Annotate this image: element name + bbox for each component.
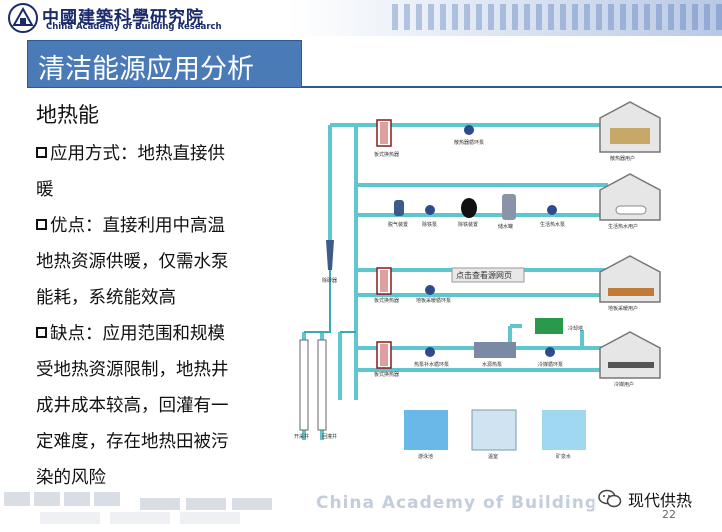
wechat-account-name: 现代供热	[628, 491, 693, 510]
diagram-label: 回灌井	[322, 433, 337, 440]
diagram-label: 脱气装置	[388, 221, 408, 228]
text-line: 地热资源供暖，仅需水泵	[36, 252, 229, 272]
pipe-network-thin	[304, 250, 356, 333]
slide-title-bar: 清洁能源应用分析	[27, 40, 302, 88]
equipment	[394, 194, 563, 358]
diagram-label: 板式换热器	[374, 151, 399, 158]
house-contents	[608, 128, 654, 368]
geothermal-system-diagram: 点击查看源网页 板式换热器 散热器循环泵 散热器用户 除砂器 脱气装置 除铁泵 …	[294, 101, 661, 460]
header-bar: 中國建築科學研究院 China Academy of Building Rese…	[0, 0, 722, 36]
diagram-label: 生活热水用户	[608, 223, 638, 230]
photos	[404, 409, 586, 451]
diagram-label: 板式换热器	[374, 297, 399, 304]
diagram-label: 矿泉水	[556, 453, 571, 460]
diagram-label: 除铁装置	[458, 221, 478, 228]
text-line: 受地热资源限制，地热井	[36, 360, 229, 380]
heat-exchangers	[376, 119, 392, 369]
diagram-label: 水源热泵	[482, 361, 502, 368]
footer-watermark: China Academy of Building	[316, 493, 598, 513]
diagram-label: 温室	[488, 453, 498, 460]
checkbox-bullet-icon	[36, 219, 47, 230]
text-line: 暖	[36, 180, 54, 200]
org-name-cn: 中國建築科學研究院	[42, 8, 204, 28]
text-line: 定难度，存在地热田被污	[36, 432, 229, 452]
diagram-label: 散热器循环泵	[454, 139, 484, 146]
view-source-bubble-text: 点击查看源网页	[456, 270, 512, 280]
academy-logo-icon	[8, 3, 38, 33]
page-number: 22	[662, 508, 676, 521]
text-line: 染的风险	[36, 468, 106, 488]
org-name-en: China Academy of Building Research	[46, 22, 222, 32]
diagram-label: 开采井	[294, 433, 309, 440]
diagram-label: 除铁泵	[422, 221, 437, 228]
text-line: 能耗，系统能效高	[36, 288, 176, 308]
footer-decoration	[4, 492, 272, 524]
slide-title: 清洁能源应用分析	[38, 54, 254, 85]
diagram-label: 冷媒用户	[614, 381, 634, 388]
diagram-label: 生活热水泵	[540, 221, 565, 228]
diagram-label: 地板采暖用户	[608, 305, 638, 312]
diagram-label: 散热器用户	[610, 155, 635, 162]
diagram-label: 板式换热器	[374, 371, 399, 378]
checkbox-bullet-icon	[36, 147, 47, 158]
wells	[299, 339, 327, 431]
title-underline	[302, 86, 722, 88]
wechat-badge: 现代供热	[594, 486, 697, 512]
diagram-label: 除砂器	[322, 277, 337, 284]
wechat-icon	[598, 489, 622, 508]
diagram-label: 地板采暖循环泵	[416, 297, 451, 304]
bullet-disadvantage: 缺点：应用范围和规模	[36, 316, 261, 352]
section-heading: 地热能	[36, 103, 99, 127]
checkbox-bullet-icon	[36, 327, 47, 338]
pumps	[425, 125, 557, 357]
header-stripes	[392, 4, 722, 30]
content-text: 地热能 应用方式：地热直接供 暖 优点：直接利用中高温 地热资源供暖，仅需水泵 …	[36, 100, 261, 496]
text-line: 成井成本较高，回灌有一	[36, 396, 229, 416]
diagram-label: 热泵补水循环泵	[414, 361, 449, 368]
diagram-label: 冷媒循环泵	[538, 361, 563, 368]
diagram-label: 冷却塔	[568, 325, 583, 332]
bullet-advantage: 优点：直接利用中高温	[36, 208, 261, 244]
bullet-application: 应用方式：地热直接供	[36, 136, 261, 172]
diagram-labels: 板式换热器 散热器循环泵 散热器用户 除砂器 脱气装置 除铁泵 除铁装置 储水罐…	[294, 139, 638, 460]
diagram-label: 游泳池	[418, 453, 433, 460]
separator	[326, 240, 334, 270]
diagram-label: 储水罐	[498, 223, 513, 230]
bubble: 点击查看源网页	[451, 267, 525, 283]
